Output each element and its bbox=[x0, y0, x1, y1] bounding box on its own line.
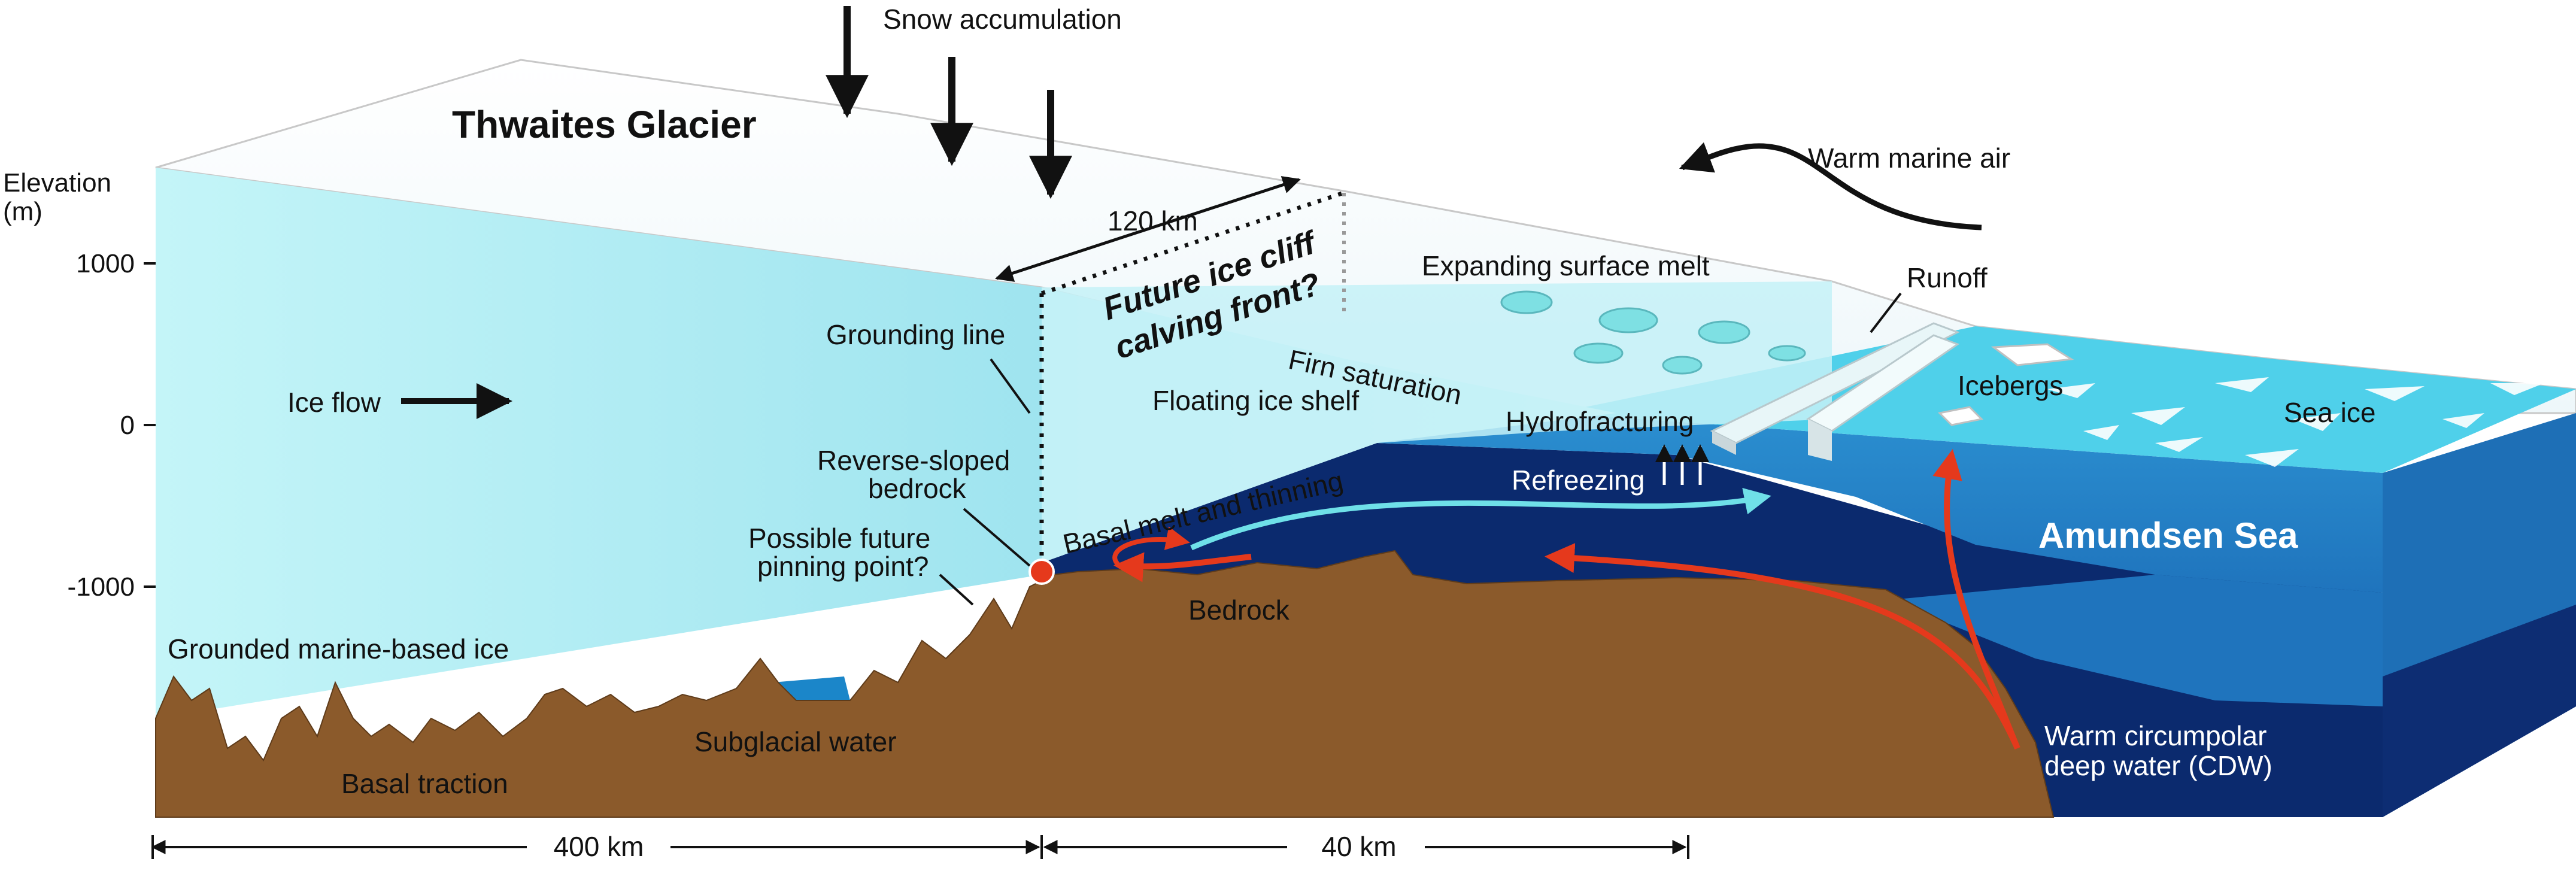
axis-tick-0: 0 bbox=[120, 411, 135, 440]
ocean-right-deep-face bbox=[2383, 605, 2576, 817]
distance-120-arrow bbox=[995, 176, 1301, 282]
bedrock bbox=[155, 550, 2055, 818]
label-bedrock: Bedrock bbox=[1188, 594, 1290, 626]
label-pinning-2: pinning point? bbox=[757, 551, 929, 582]
sea-ice-fragments bbox=[2047, 377, 2544, 467]
axis-label-line2: (m) bbox=[3, 197, 43, 226]
label-pinning-1: Possible future bbox=[748, 523, 930, 554]
axis-tick-1000: 1000 bbox=[76, 249, 135, 278]
runoff-pointer bbox=[1870, 292, 1902, 333]
label-warm-marine-air: Warm marine air bbox=[1808, 142, 2010, 174]
scale-bars bbox=[151, 835, 1689, 859]
basal-melt-arrow-2 bbox=[1112, 526, 1190, 568]
label-reverse-sloped-2: bedrock bbox=[868, 473, 967, 504]
grounding-point-dot bbox=[1028, 559, 1055, 585]
refreezing-arrow bbox=[1190, 487, 1771, 551]
label-hydrofracturing: Hydrofracturing bbox=[1506, 406, 1694, 437]
elevation-axis bbox=[144, 262, 156, 588]
label-refreezing: Refreezing bbox=[1512, 465, 1644, 496]
label-distance-120: 120 km bbox=[1108, 205, 1198, 236]
ice-block-1-side bbox=[1712, 431, 1736, 455]
label-ice-flow: Ice flow bbox=[287, 387, 381, 418]
label-amundsen-sea: Amundsen Sea bbox=[2038, 515, 2298, 556]
reverse-sloped-pointer bbox=[963, 508, 1031, 567]
scale-400-km: 400 km bbox=[554, 831, 644, 862]
ice-block-2 bbox=[1806, 334, 1960, 432]
label-expanding-melt: Expanding surface melt bbox=[1422, 250, 1710, 281]
ice-block-2-front bbox=[1808, 419, 1832, 461]
label-icebergs: Icebergs bbox=[1958, 370, 2063, 401]
sea-water-lower bbox=[1904, 575, 2383, 706]
label-grounding-line: Grounding line bbox=[826, 319, 1005, 350]
label-sea-ice: Sea ice bbox=[2284, 397, 2375, 428]
cdw-upwelling-arrow bbox=[1932, 449, 2020, 750]
label-cdw-2: deep water (CDW) bbox=[2044, 750, 2272, 781]
axis-label-line1: Elevation bbox=[3, 168, 111, 198]
warm-marine-air-arrow bbox=[1679, 142, 1982, 230]
diagram-title: Thwaites Glacier bbox=[452, 103, 757, 146]
subglacial-water-pocket bbox=[772, 676, 850, 700]
cdw-inflow-arrow bbox=[1545, 543, 2020, 750]
hydrofracturing-arrows bbox=[1655, 444, 1709, 485]
iceberg-2 bbox=[1937, 406, 1984, 426]
iceberg-1 bbox=[1991, 343, 2074, 366]
ice-block-1 bbox=[1710, 322, 1960, 444]
label-floating-shelf: Floating ice shelf bbox=[1152, 385, 1359, 416]
label-basal-traction: Basal traction bbox=[341, 768, 508, 799]
label-grounded-marine: Grounded marine-based ice bbox=[168, 633, 509, 664]
label-runoff: Runoff bbox=[1907, 262, 1988, 293]
pinning-point-pointer bbox=[939, 574, 974, 606]
grounded-ice bbox=[156, 168, 1042, 718]
label-snow-accumulation: Snow accumulation bbox=[883, 4, 1122, 35]
label-reverse-sloped-1: Reverse-sloped bbox=[817, 445, 1010, 476]
axis-tick-minus-1000: -1000 bbox=[67, 572, 135, 602]
label-cdw-1: Warm circumpolar bbox=[2044, 720, 2266, 751]
label-subglacial-water: Subglacial water bbox=[694, 726, 897, 757]
shelf-front bbox=[1042, 281, 1832, 563]
melt-ponds bbox=[1500, 290, 1806, 375]
basal-melt-arrow bbox=[1113, 552, 1252, 582]
grounding-line-pointer bbox=[990, 358, 1031, 414]
scale-40-km: 40 km bbox=[1321, 831, 1396, 862]
sea-water bbox=[1377, 413, 2383, 593]
